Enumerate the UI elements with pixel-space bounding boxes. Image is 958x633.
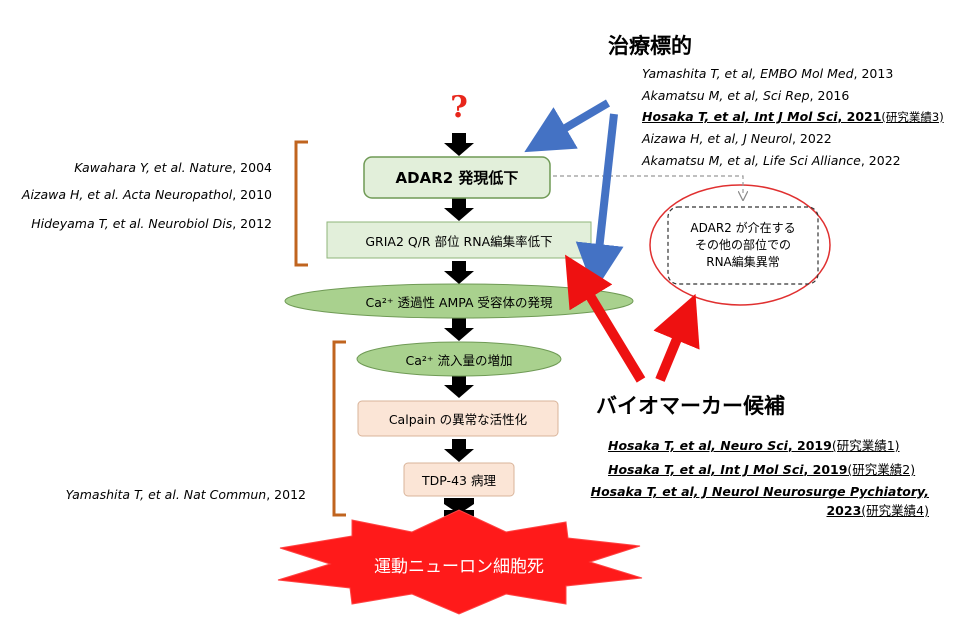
down-arrow-1 (444, 133, 474, 156)
down-arrow-2 (444, 198, 474, 221)
biomarker-ref-1: Hosaka T, et al, Neuro Sci, 2019(研究業績1) (608, 438, 900, 453)
left-ref-4: Yamashita T, et al. Nat Commun, 2012 (65, 487, 306, 502)
red-arrow-to-gria2 (565, 254, 646, 383)
down-arrow-4 (444, 318, 474, 341)
adar2-decrease-box: ADAR2 発現低下 (364, 157, 550, 198)
ampa-ellipse-shape (284, 283, 634, 319)
down-arrow-6 (444, 439, 474, 462)
other-sites-line-1: ADAR2 が介在する (690, 221, 796, 235)
calpain-label: Calpain の異常な活性化 (388, 412, 528, 427)
other-sites-dashed-box (667, 206, 819, 285)
other-sites-text: ADAR2 が介在する その他の部位での RNA編集異常 (668, 207, 818, 284)
biomarker-candidates-heading: バイオマーカー候補 (596, 394, 785, 418)
calpain-box-shape (357, 400, 559, 437)
biomarker-ref-3-line-2: 2023(研究業績4) (826, 503, 929, 518)
other-sites-line-3: RNA編集異常 (706, 255, 780, 269)
gria2-editing-label: GRIA2 Q/R 部位 RNA編集率低下 (365, 233, 553, 249)
adar2-decrease-label: ADAR2 発現低下 (395, 169, 519, 187)
down-arrow-3 (444, 261, 474, 284)
ampa-expression-box: Ca²⁺ 透過性 AMPA 受容体の発現 (285, 284, 633, 318)
ca-influx-box: Ca²⁺ 流入量の増加 (357, 342, 561, 376)
tdp43-label: TDP-43 病理 (422, 473, 496, 488)
motor-neuron-death-box: 運動ニューロン細胞死 (340, 548, 578, 580)
left-ref-1: Kawahara Y, et al. Nature, 2004 (74, 160, 272, 175)
left-ref-3: Hideyama T, et al. Neurobiol Dis, 2012 (31, 216, 272, 231)
question-mark: ? (450, 90, 468, 125)
therapy-ref-4: Aizawa H, et al, J Neurol, 2022 (642, 131, 832, 146)
tdp43-box: TDP-43 病理 (404, 463, 514, 496)
therapy-ref-3: Hosaka T, et al, Int J Mol Sci, 2021(研究業… (642, 109, 944, 124)
red-arrow-to-other-sites (653, 293, 700, 382)
blue-arrow-to-ampa (575, 113, 624, 292)
adar2-box-shape (363, 156, 551, 199)
ca-influx-ellipse-shape (356, 341, 562, 377)
therapy-ref-1: Yamashita T, et al, EMBO Mol Med, 2013 (642, 66, 894, 81)
blue-arrow-to-adar2 (524, 99, 611, 153)
gria2-box-shape (326, 221, 592, 259)
other-sites-line-2: その他の部位での (694, 238, 791, 252)
biomarker-ref-3-line-1: Hosaka T, et al, J Neurol Neurosurge Pyc… (590, 484, 929, 499)
tdp43-box-shape (403, 462, 515, 497)
down-arrow-5 (444, 375, 474, 398)
ca-influx-label: Ca²⁺ 流入量の増加 (405, 352, 513, 368)
therapy-ref-5: Akamatsu M, et al, Life Sci Alliance, 20… (642, 153, 901, 168)
gria2-editing-box: GRIA2 Q/R 部位 RNA編集率低下 (327, 222, 591, 258)
left-bracket-lower (332, 340, 346, 517)
left-bracket-upper (294, 140, 308, 267)
other-sites-ellipse (649, 184, 831, 306)
motor-neuron-death-label: 運動ニューロン細胞死 (374, 556, 544, 577)
ampa-expression-label: Ca²⁺ 透過性 AMPA 受容体の発現 (365, 294, 553, 310)
therapy-ref-2: Akamatsu M, et al, Sci Rep, 2016 (642, 88, 850, 103)
left-ref-2: Aizawa H, et al. Acta Neuropathol, 2010 (21, 187, 272, 202)
calpain-box: Calpain の異常な活性化 (358, 401, 558, 436)
biomarker-ref-2: Hosaka T, et al, Int J Mol Sci, 2019(研究業… (608, 462, 916, 477)
motor-neuron-death-starburst (277, 509, 643, 615)
therapy-target-heading: 治療標的 (608, 34, 692, 58)
dashed-connector (553, 175, 743, 196)
